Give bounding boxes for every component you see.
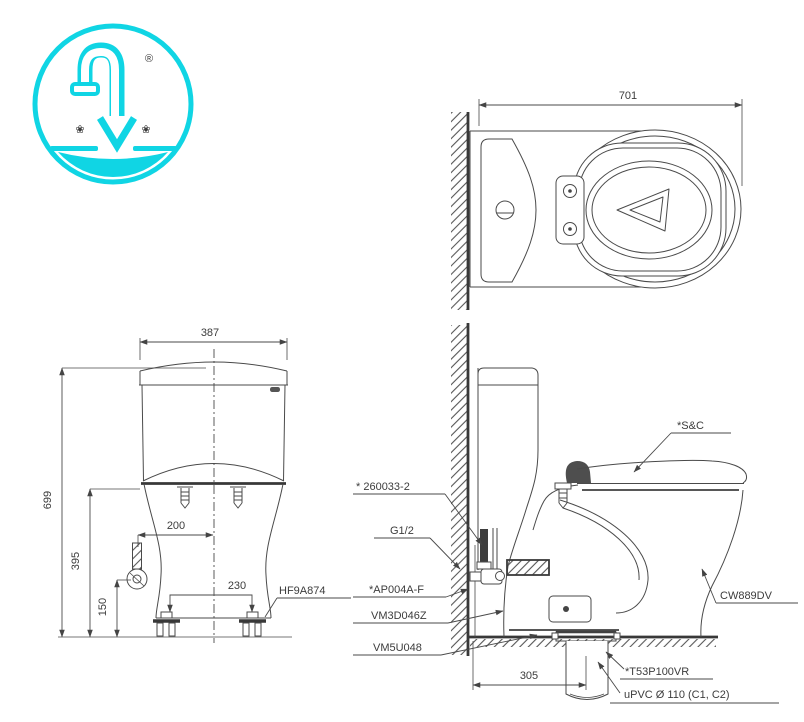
side-view: 305 * 260033-2 G1/2 *AP004A-F VM3D046Z V… [353, 323, 798, 704]
water-arrow-icon [97, 116, 137, 153]
top-view: 701 [451, 90, 743, 310]
callout-connector: VM3D046Z [353, 609, 504, 624]
label-bolt-cap: HF9A874 [264, 585, 351, 618]
dim-supply-height-150: 150 [97, 579, 131, 638]
supply-assembly [469, 528, 505, 585]
callout-bowl-model: CW889DV [701, 568, 798, 604]
bowl-profile [700, 489, 744, 638]
dim-width-701: 701 [478, 90, 743, 186]
callout-supply-thread: G1/2 [374, 525, 461, 570]
wall-hatch-side [451, 325, 467, 655]
dim-bolt-spacing-230: 230 [167, 580, 255, 613]
fixing-bolt [480, 529, 488, 562]
flush-button [495, 200, 515, 220]
label-text-g12: G1/2 [390, 525, 414, 537]
dim-text-230: 230 [228, 580, 246, 592]
callout-flange: *T53P100VR [605, 651, 713, 680]
brand-logo: ❀ ❀ ® [32, 23, 194, 185]
label-text-upvc: uPVC Ø 110 (C1, C2) [624, 689, 730, 701]
tank-profile [477, 367, 539, 567]
flower-icon-right: ❀ [141, 123, 150, 136]
faucet-icon [70, 42, 137, 153]
dim-text-387: 387 [201, 327, 219, 339]
dim-depth-305: 305 [472, 641, 587, 690]
foot-right [239, 611, 266, 637]
label-text-ap004a-f: *AP004A-F [369, 584, 424, 596]
dim-text-699: 699 [42, 491, 54, 509]
label-text-hf9a874: HF9A874 [279, 585, 325, 597]
dim-text-701: 701 [619, 90, 637, 102]
registered-mark: ® [145, 53, 153, 65]
foot-left [153, 611, 180, 637]
dim-text-305: 305 [520, 670, 538, 682]
flower-icon-left: ❀ [75, 123, 84, 136]
logo-circle [32, 23, 194, 185]
tank-brand-mark [270, 387, 280, 392]
label-text-cw889dv: CW889DV [720, 590, 773, 602]
dim-text-200: 200 [167, 520, 185, 532]
drain-pipe [565, 641, 609, 700]
seat-hinge-cover [565, 461, 591, 483]
outlet-box [548, 595, 592, 623]
lid-emblem [616, 188, 670, 232]
tank-bolt-left [177, 486, 193, 509]
callout-outlet-socket: VM5U048 [353, 633, 538, 656]
supply-inlet [126, 542, 148, 590]
tank-bolt-right [230, 486, 246, 509]
label-text-t53p100vr: *T53P100VR [625, 666, 689, 678]
inlet-spud [506, 559, 550, 576]
pedestal-right-edge [265, 483, 284, 619]
logo-basin-fill [58, 152, 168, 177]
front-view: 387 699 395 150 200 230 HF9A874 [42, 327, 351, 643]
callout-angle-valve: *AP004A-F [353, 584, 469, 598]
dim-rim-height-395: 395 [70, 488, 140, 638]
dim-text-150: 150 [97, 598, 109, 616]
seat-hinge [555, 175, 585, 245]
logo-water-line-right [133, 146, 177, 151]
tank-top [139, 361, 288, 372]
label-text-vm5u048: VM5U048 [373, 642, 422, 654]
lid-profile [576, 459, 748, 484]
dim-text-395: 395 [70, 552, 82, 570]
dim-supply-offset-200: 200 [137, 520, 214, 547]
trap-curve [559, 499, 649, 614]
callout-drain-pipe: uPVC Ø 110 (C1, C2) [597, 661, 779, 704]
dim-total-height-699: 699 [42, 367, 206, 638]
callout-fixing-bolt: * 260033-2 [353, 481, 483, 546]
dim-tank-width-387: 387 [139, 327, 288, 360]
label-text-vm3d046z: VM3D046Z [371, 610, 427, 622]
label-text-260033-2: * 260033-2 [356, 481, 410, 493]
logo-water-line-left [50, 146, 98, 151]
seat-fixing-bolt [554, 482, 572, 509]
wall-hatch [451, 112, 467, 310]
pedestal-left-edge [143, 483, 162, 619]
callout-seat: *S&C [633, 420, 731, 473]
label-text-sc: *S&C [677, 420, 704, 432]
